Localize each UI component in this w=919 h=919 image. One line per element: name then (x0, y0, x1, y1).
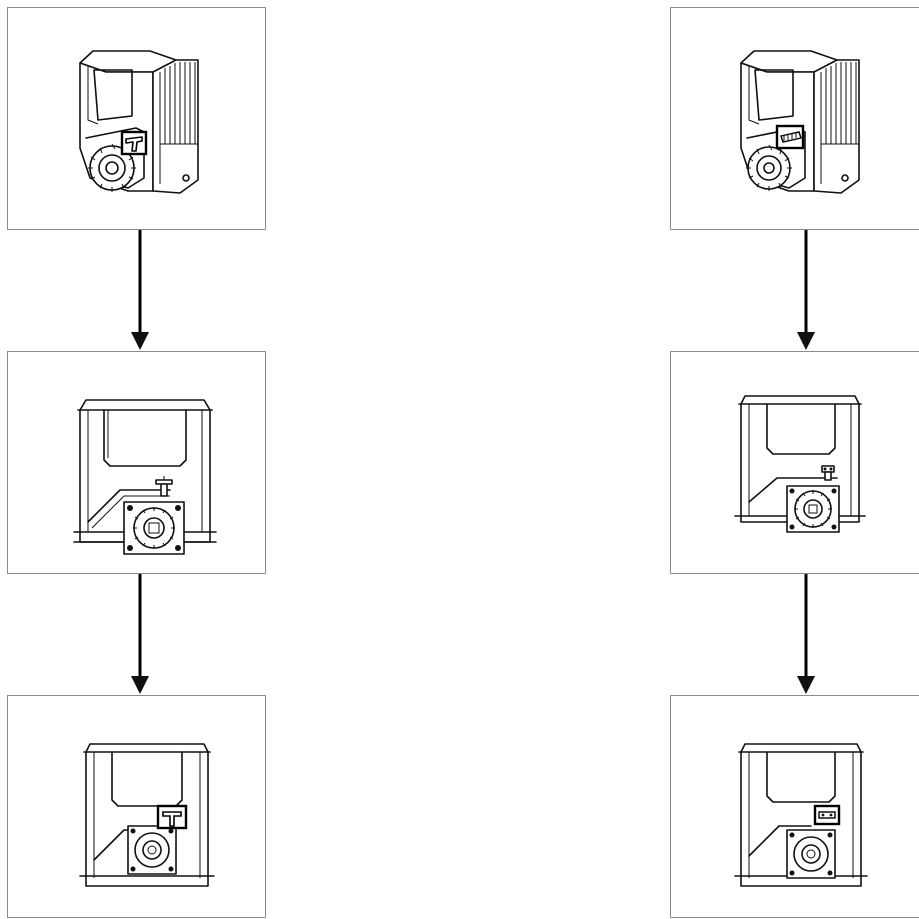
step-panel-left-3 (7, 695, 266, 918)
step-panel-left-2 (7, 351, 266, 574)
pinion-gear-icon (786, 485, 840, 533)
t-handle-icon (156, 804, 188, 830)
pinion-gear-icon (123, 501, 185, 555)
pinion-gear-icon (786, 829, 836, 879)
step-panel-left-1 (7, 7, 266, 230)
pinion-gear-icon (746, 144, 792, 191)
isometric-motor-right (740, 50, 860, 194)
down-arrow-icon (130, 230, 150, 352)
key-raised-icon (821, 465, 835, 481)
lock-key-icon (775, 124, 805, 150)
front-motor-left-final (79, 743, 215, 887)
step-panel-right-1 (670, 7, 919, 230)
t-handle-raised-icon (155, 476, 173, 497)
isometric-motor-left (79, 50, 199, 194)
front-motor-right-final (734, 743, 868, 887)
down-arrow-icon (130, 574, 150, 696)
front-motor-left (73, 399, 217, 555)
lock-key-icon (813, 804, 841, 826)
down-arrow-icon (796, 574, 816, 696)
front-motor-right (734, 395, 866, 533)
pinion-gear-icon (127, 825, 177, 875)
t-handle-icon (120, 130, 148, 156)
step-panel-right-3 (670, 695, 919, 918)
down-arrow-icon (796, 230, 816, 352)
step-panel-right-2 (670, 351, 919, 574)
